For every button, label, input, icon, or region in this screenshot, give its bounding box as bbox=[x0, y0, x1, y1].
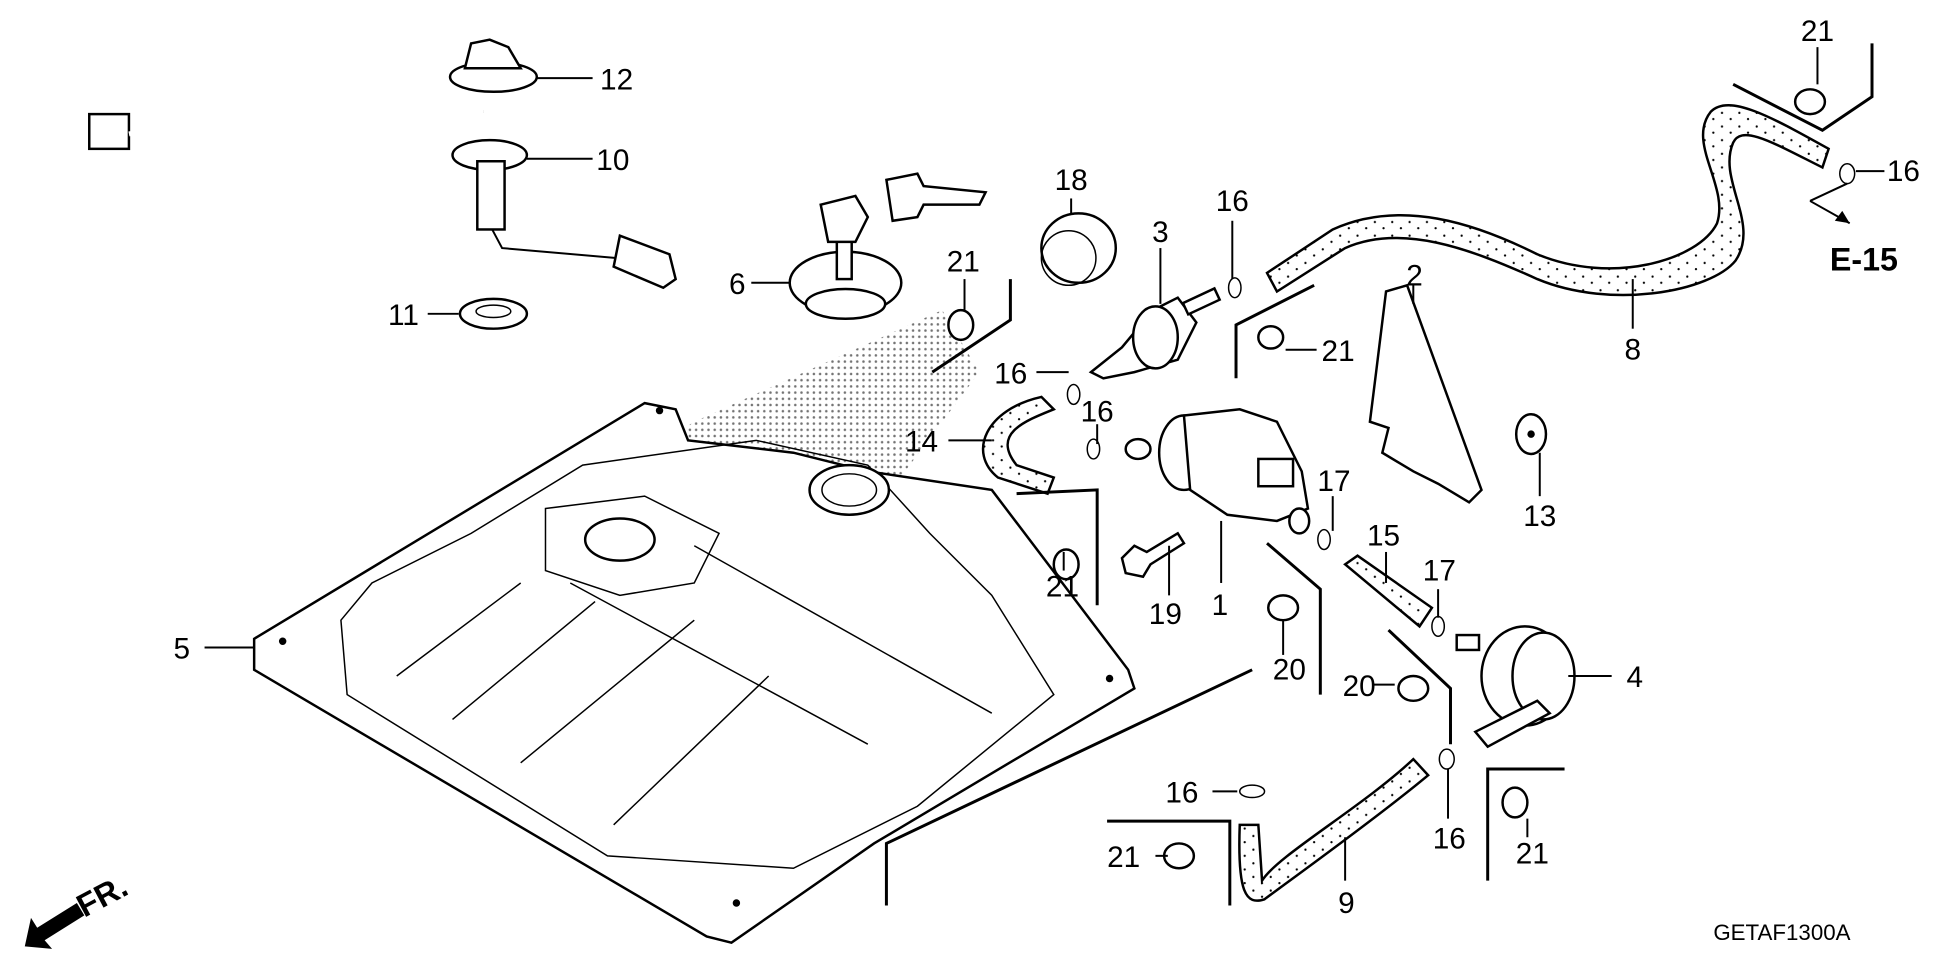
callout-20-right: 20 bbox=[1343, 670, 1376, 703]
callout-18: 18 bbox=[1055, 164, 1088, 197]
lock-nut bbox=[448, 38, 539, 94]
callout-9: 9 bbox=[1338, 887, 1355, 920]
clamp-parts bbox=[947, 88, 1856, 870]
callout-3: 3 bbox=[1152, 216, 1169, 249]
callout-21-cap: 21 bbox=[947, 246, 980, 279]
callout-16-hose9-right: 16 bbox=[1433, 822, 1466, 855]
group-brackets bbox=[884, 43, 1874, 906]
callout-14: 14 bbox=[905, 425, 938, 458]
bolt bbox=[1120, 531, 1186, 579]
callout-5: 5 bbox=[174, 633, 191, 666]
callout-16-top-right: 16 bbox=[1887, 155, 1920, 188]
callout-15: 15 bbox=[1367, 520, 1400, 553]
callout-17-upper: 17 bbox=[1317, 465, 1350, 498]
packing-ring bbox=[458, 297, 529, 330]
callout-21-bottom-right: 21 bbox=[1516, 837, 1549, 870]
callout-8: 8 bbox=[1624, 334, 1641, 367]
fuel-level-sender bbox=[88, 109, 678, 290]
front-direction-indicator: FR. bbox=[24, 868, 133, 949]
callout-4: 4 bbox=[1627, 661, 1644, 694]
hose-15 bbox=[1343, 554, 1434, 629]
fuel-tank bbox=[252, 310, 1136, 945]
callout-2: 2 bbox=[1406, 259, 1423, 292]
callout-12: 12 bbox=[600, 63, 633, 96]
hose-8 bbox=[1265, 103, 1831, 297]
front-arrow-icon bbox=[24, 902, 85, 949]
hose-9 bbox=[1238, 757, 1430, 902]
callout-16-valve-left: 16 bbox=[994, 357, 1027, 390]
callout-19: 19 bbox=[1149, 598, 1182, 631]
callout-21-bottom-left: 21 bbox=[1107, 841, 1140, 874]
evap-canister bbox=[1455, 625, 1576, 749]
callout-21-top-right: 21 bbox=[1801, 15, 1834, 48]
callout-16-hose9-left: 16 bbox=[1165, 777, 1198, 810]
bracket bbox=[1368, 283, 1483, 504]
callout-21-valve: 21 bbox=[1322, 335, 1355, 368]
callout-1: 1 bbox=[1212, 589, 1229, 622]
purge-control-valve bbox=[1124, 408, 1311, 535]
callout-21-hose14: 21 bbox=[1046, 571, 1079, 604]
callout-10: 10 bbox=[596, 144, 629, 177]
callout-16-hose8: 16 bbox=[1216, 185, 1249, 218]
filter bbox=[1040, 212, 1118, 287]
figure-code: GETAF1300A bbox=[1713, 920, 1850, 945]
leader-lines bbox=[204, 47, 1885, 881]
callout-20-left: 20 bbox=[1273, 654, 1306, 687]
hose-14 bbox=[981, 395, 1056, 496]
valve bbox=[1088, 286, 1222, 380]
callout-16-hose14: 16 bbox=[1081, 396, 1114, 429]
callout-13: 13 bbox=[1523, 500, 1556, 533]
grommet bbox=[1514, 413, 1548, 456]
reference-label[interactable]: E-15 bbox=[1830, 241, 1898, 277]
callout-17-lower: 17 bbox=[1423, 554, 1456, 587]
callout-11: 11 bbox=[388, 299, 419, 332]
callout-6: 6 bbox=[729, 268, 746, 301]
